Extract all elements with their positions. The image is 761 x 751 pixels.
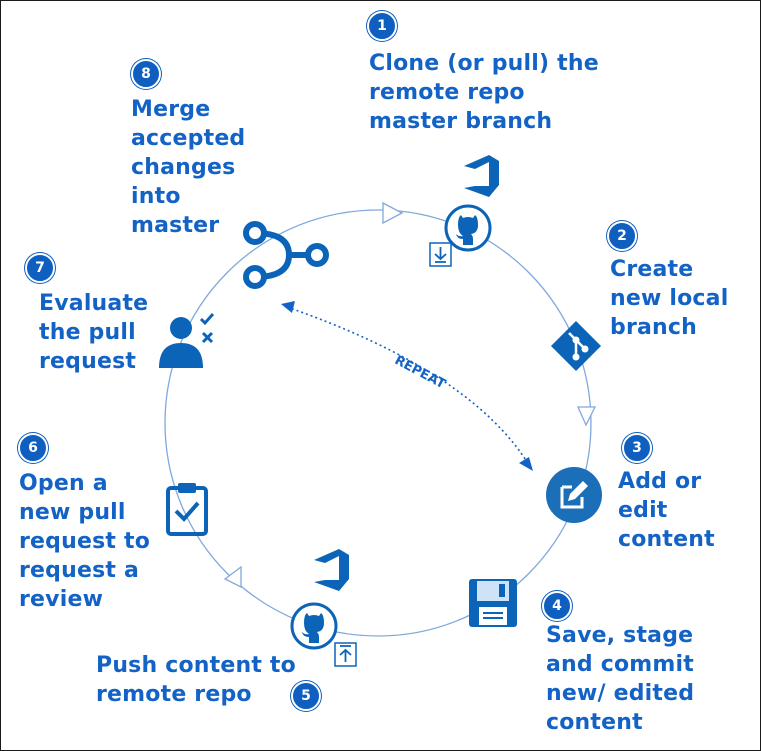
step-8-badge: 8	[131, 59, 161, 89]
step-4-label: Save, stage and commit new/ edited conte…	[546, 623, 695, 735]
ring-arrowhead-top	[382, 201, 404, 225]
save-icon	[469, 579, 517, 627]
step-2-badge: 2	[607, 221, 637, 251]
step-6-label: Open a new pull request to request a rev…	[19, 471, 151, 612]
merge-icon	[243, 221, 329, 289]
reviewer-icon	[159, 313, 215, 368]
git-icon	[551, 321, 601, 371]
step-7-badge: 7	[25, 253, 55, 283]
upload-icon	[334, 642, 357, 667]
repeat-arrowhead-end	[519, 457, 533, 471]
azure-devops-icon	[314, 549, 349, 591]
step-3-label: Add or edit content	[618, 469, 715, 552]
step-7-label: Evaluate the pull request	[39, 291, 149, 374]
step-4-badge: 4	[542, 591, 572, 621]
cycle-circle	[164, 209, 592, 637]
step-5-label: Push content to remote repo	[96, 653, 296, 707]
github-icon	[290, 602, 338, 650]
step-8-label: Merge accepted changes into master	[131, 97, 246, 238]
step-3-badge: 3	[622, 433, 652, 463]
github-icon	[444, 204, 492, 252]
step-6-badge: 6	[18, 433, 48, 463]
azure-devops-icon	[464, 155, 499, 197]
download-icon	[429, 242, 452, 267]
step-2-label: Create new local branch	[610, 257, 729, 340]
edit-icon	[546, 467, 602, 523]
step-5-badge: 5	[291, 681, 321, 711]
ring-arrowhead-right	[576, 406, 597, 427]
repeat-arrowhead-start	[281, 301, 295, 313]
step-1-badge: 1	[367, 11, 397, 41]
ring-arrowhead-bottom-left	[223, 565, 242, 589]
step-1-label: Clone (or pull) the remote repo master b…	[369, 51, 599, 134]
clipboard-check-icon	[166, 483, 208, 536]
repeat-arrow	[286, 306, 530, 466]
